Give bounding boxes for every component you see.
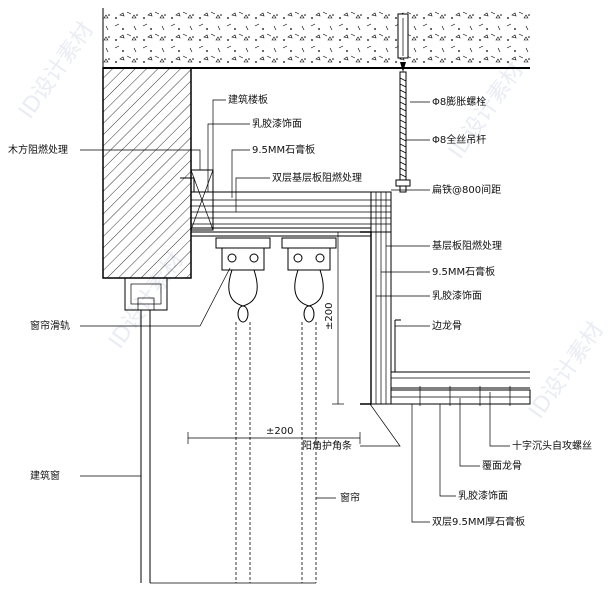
- label-flat-iron: 扁铁@800间距: [432, 183, 501, 196]
- dimension-horizontal-label: ±200: [266, 426, 293, 437]
- dimension-vertical: ±200: [324, 231, 344, 405]
- curtain-track: [215, 237, 337, 323]
- lower-ceiling: [390, 319, 531, 406]
- label-gypsum-top: 9.5MM石膏板: [252, 143, 315, 156]
- leaders-left: [80, 99, 270, 477]
- ceiling-layers: [190, 191, 392, 237]
- svg-text:ID设计素材: ID设计素材: [524, 318, 608, 424]
- label-building-window: 建筑窗: [30, 469, 60, 482]
- label-building-slab: 建筑楼板: [228, 93, 268, 106]
- label-latex-paint-bottom: 乳胶漆饰面: [458, 489, 508, 502]
- wall-section: [102, 67, 192, 279]
- label-double-gypsum: 双层9.5MM厚石膏板: [432, 515, 525, 528]
- hanger-rod: [395, 13, 411, 193]
- curtain-box-side: [360, 191, 392, 405]
- label-expansion-bolt: Φ8膨胀螺栓: [432, 95, 486, 108]
- curtain: [150, 322, 317, 584]
- building-slab: [102, 8, 530, 69]
- window-frame: [124, 277, 168, 583]
- label-curtain: 窗帘: [340, 491, 360, 504]
- label-cross-screw: 十字沉头自攻螺丝: [512, 439, 592, 452]
- label-cover-keel: 覆面龙骨: [482, 459, 522, 472]
- leaders-right: [316, 101, 510, 523]
- label-threaded-rod: Φ8全丝吊杆: [432, 133, 486, 146]
- dimension-horizontal: ±200: [187, 426, 361, 444]
- svg-text:ID设计素材: ID设计素材: [14, 18, 98, 124]
- svg-text:ID设计素材: ID设计素材: [444, 58, 528, 164]
- label-gypsum-side: 9.5MM石膏板: [432, 265, 495, 278]
- label-base-board-fireproof: 基层板阻燃处理: [432, 239, 502, 252]
- label-edge-keel: 边龙骨: [432, 319, 462, 332]
- label-wood-fireproof: 木方阻燃处理: [8, 143, 68, 156]
- label-latex-paint-side: 乳胶漆饰面: [432, 289, 482, 302]
- label-double-base-fireproof: 双层基层板阻燃处理: [272, 171, 362, 184]
- wood-blocking: [180, 169, 214, 231]
- dimension-vertical-label: ±200: [324, 303, 335, 330]
- label-latex-paint-top: 乳胶漆饰面: [252, 117, 302, 130]
- label-corner-guard: 阳角护角条: [302, 439, 352, 452]
- label-curtain-track: 窗帘滑轨: [30, 319, 70, 332]
